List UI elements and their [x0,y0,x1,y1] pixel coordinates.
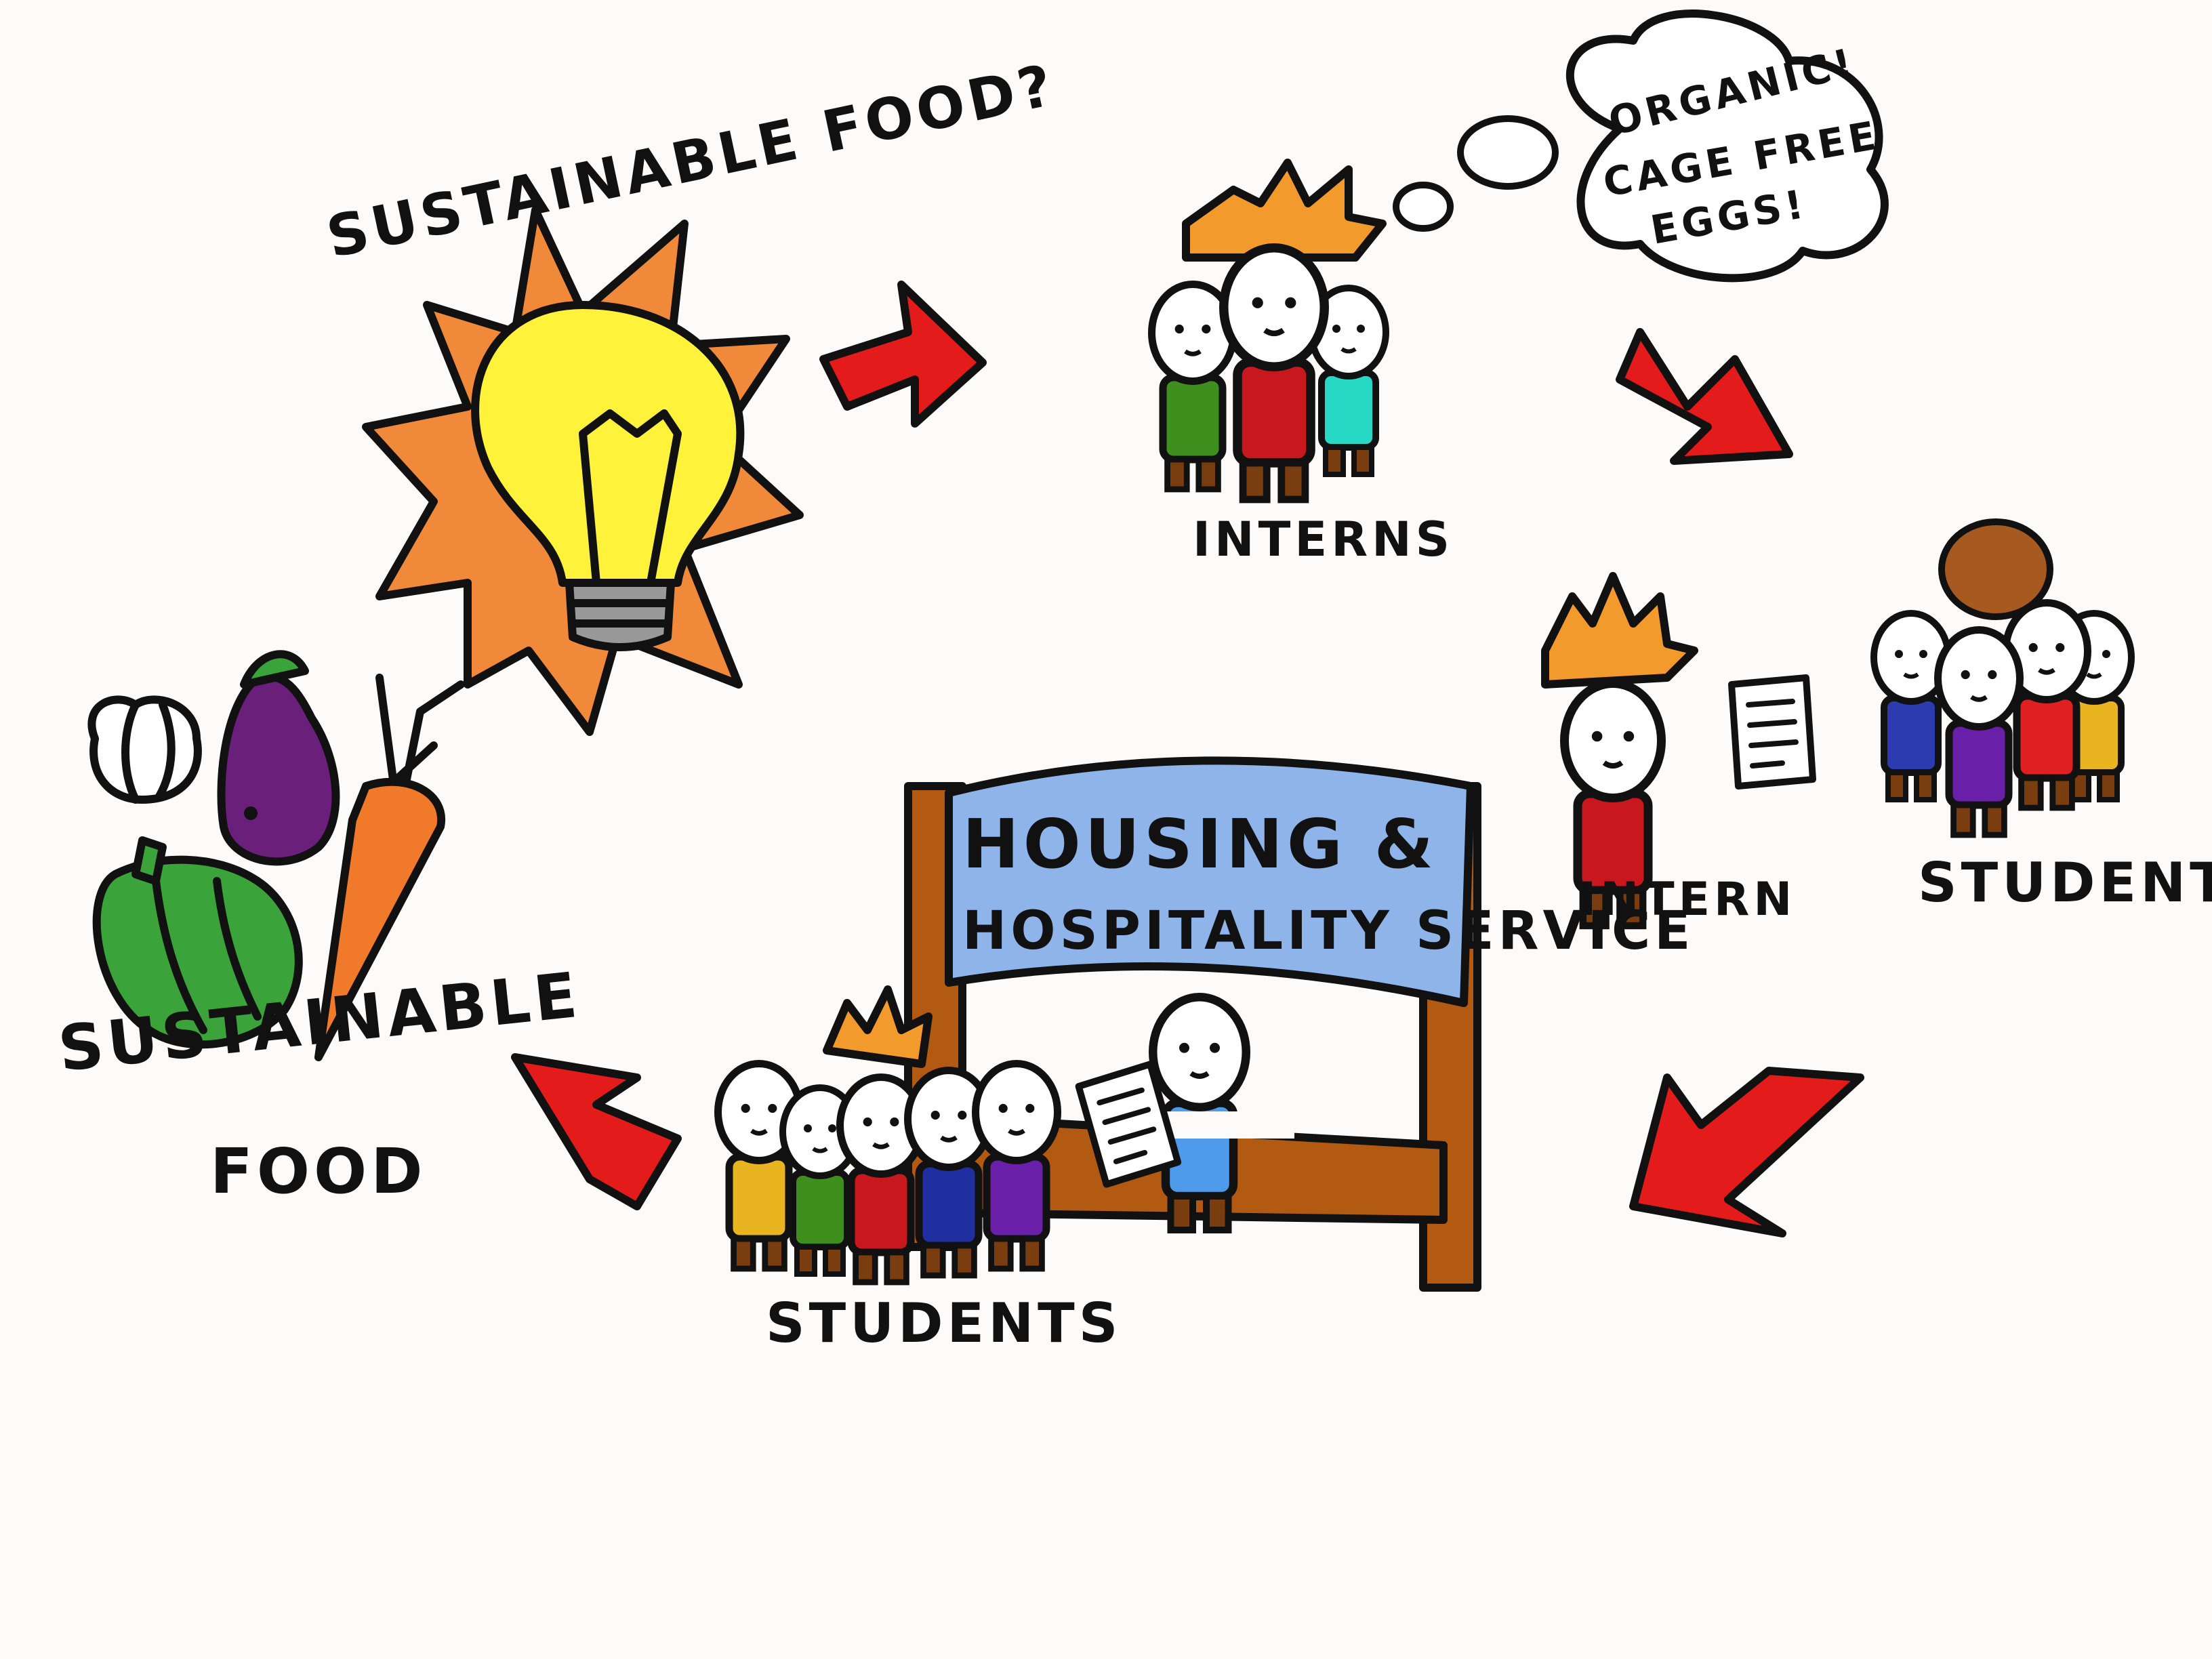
interns-label: INTERNS [1193,512,1454,567]
pepper-icon [92,836,303,1049]
arrow-interns-to-students [1616,328,1793,465]
person-icon [976,1064,1058,1269]
thought-bubble-icon: ORGANIC! CAGE FREE EGGS! [1393,9,1889,283]
person-icon [2006,603,2088,808]
students-right-group: STUDENTS [1874,518,2212,914]
students-bottom-group: STUDENTS [718,985,1122,1355]
person-icon [718,1064,800,1269]
arrow-booth-to-food [511,1053,682,1210]
paper-icon [1732,678,1813,786]
lightbulb-icon [471,301,745,651]
booth-sign-line-2: HOSPITALITY SERVICE [962,901,1694,962]
interns-group: INTERNS [1152,159,1454,567]
carrot-icon [314,674,465,1061]
garlic-icon [87,695,202,804]
idea-label: SUSTAINABLE FOOD? [321,52,1062,271]
arrow-idea-to-interns [819,281,987,428]
students-right-label: STUDENTS [1918,851,2212,914]
intern-label: INTERN [1579,873,1796,926]
vegetables-group: SUSTAINABLE FOOD [55,650,584,1208]
booth-sign-line-1: HOUSING & [962,804,1437,884]
food-label-line-2: FOOD [210,1135,427,1208]
booth-sign [945,756,1475,1007]
eggplant-icon [217,650,340,866]
booth-icon: HOUSING & HOSPITALITY SERVICE [904,756,1694,1292]
students-bottom-label: STUDENTS [766,1292,1122,1355]
arrow-students-to-booth [1629,1067,1864,1237]
person-icon [1224,248,1325,499]
hair-orange [1182,159,1387,262]
person-icon [1874,613,1948,800]
intern-group: INTERN [1541,572,1813,926]
person-icon [1938,630,2020,836]
